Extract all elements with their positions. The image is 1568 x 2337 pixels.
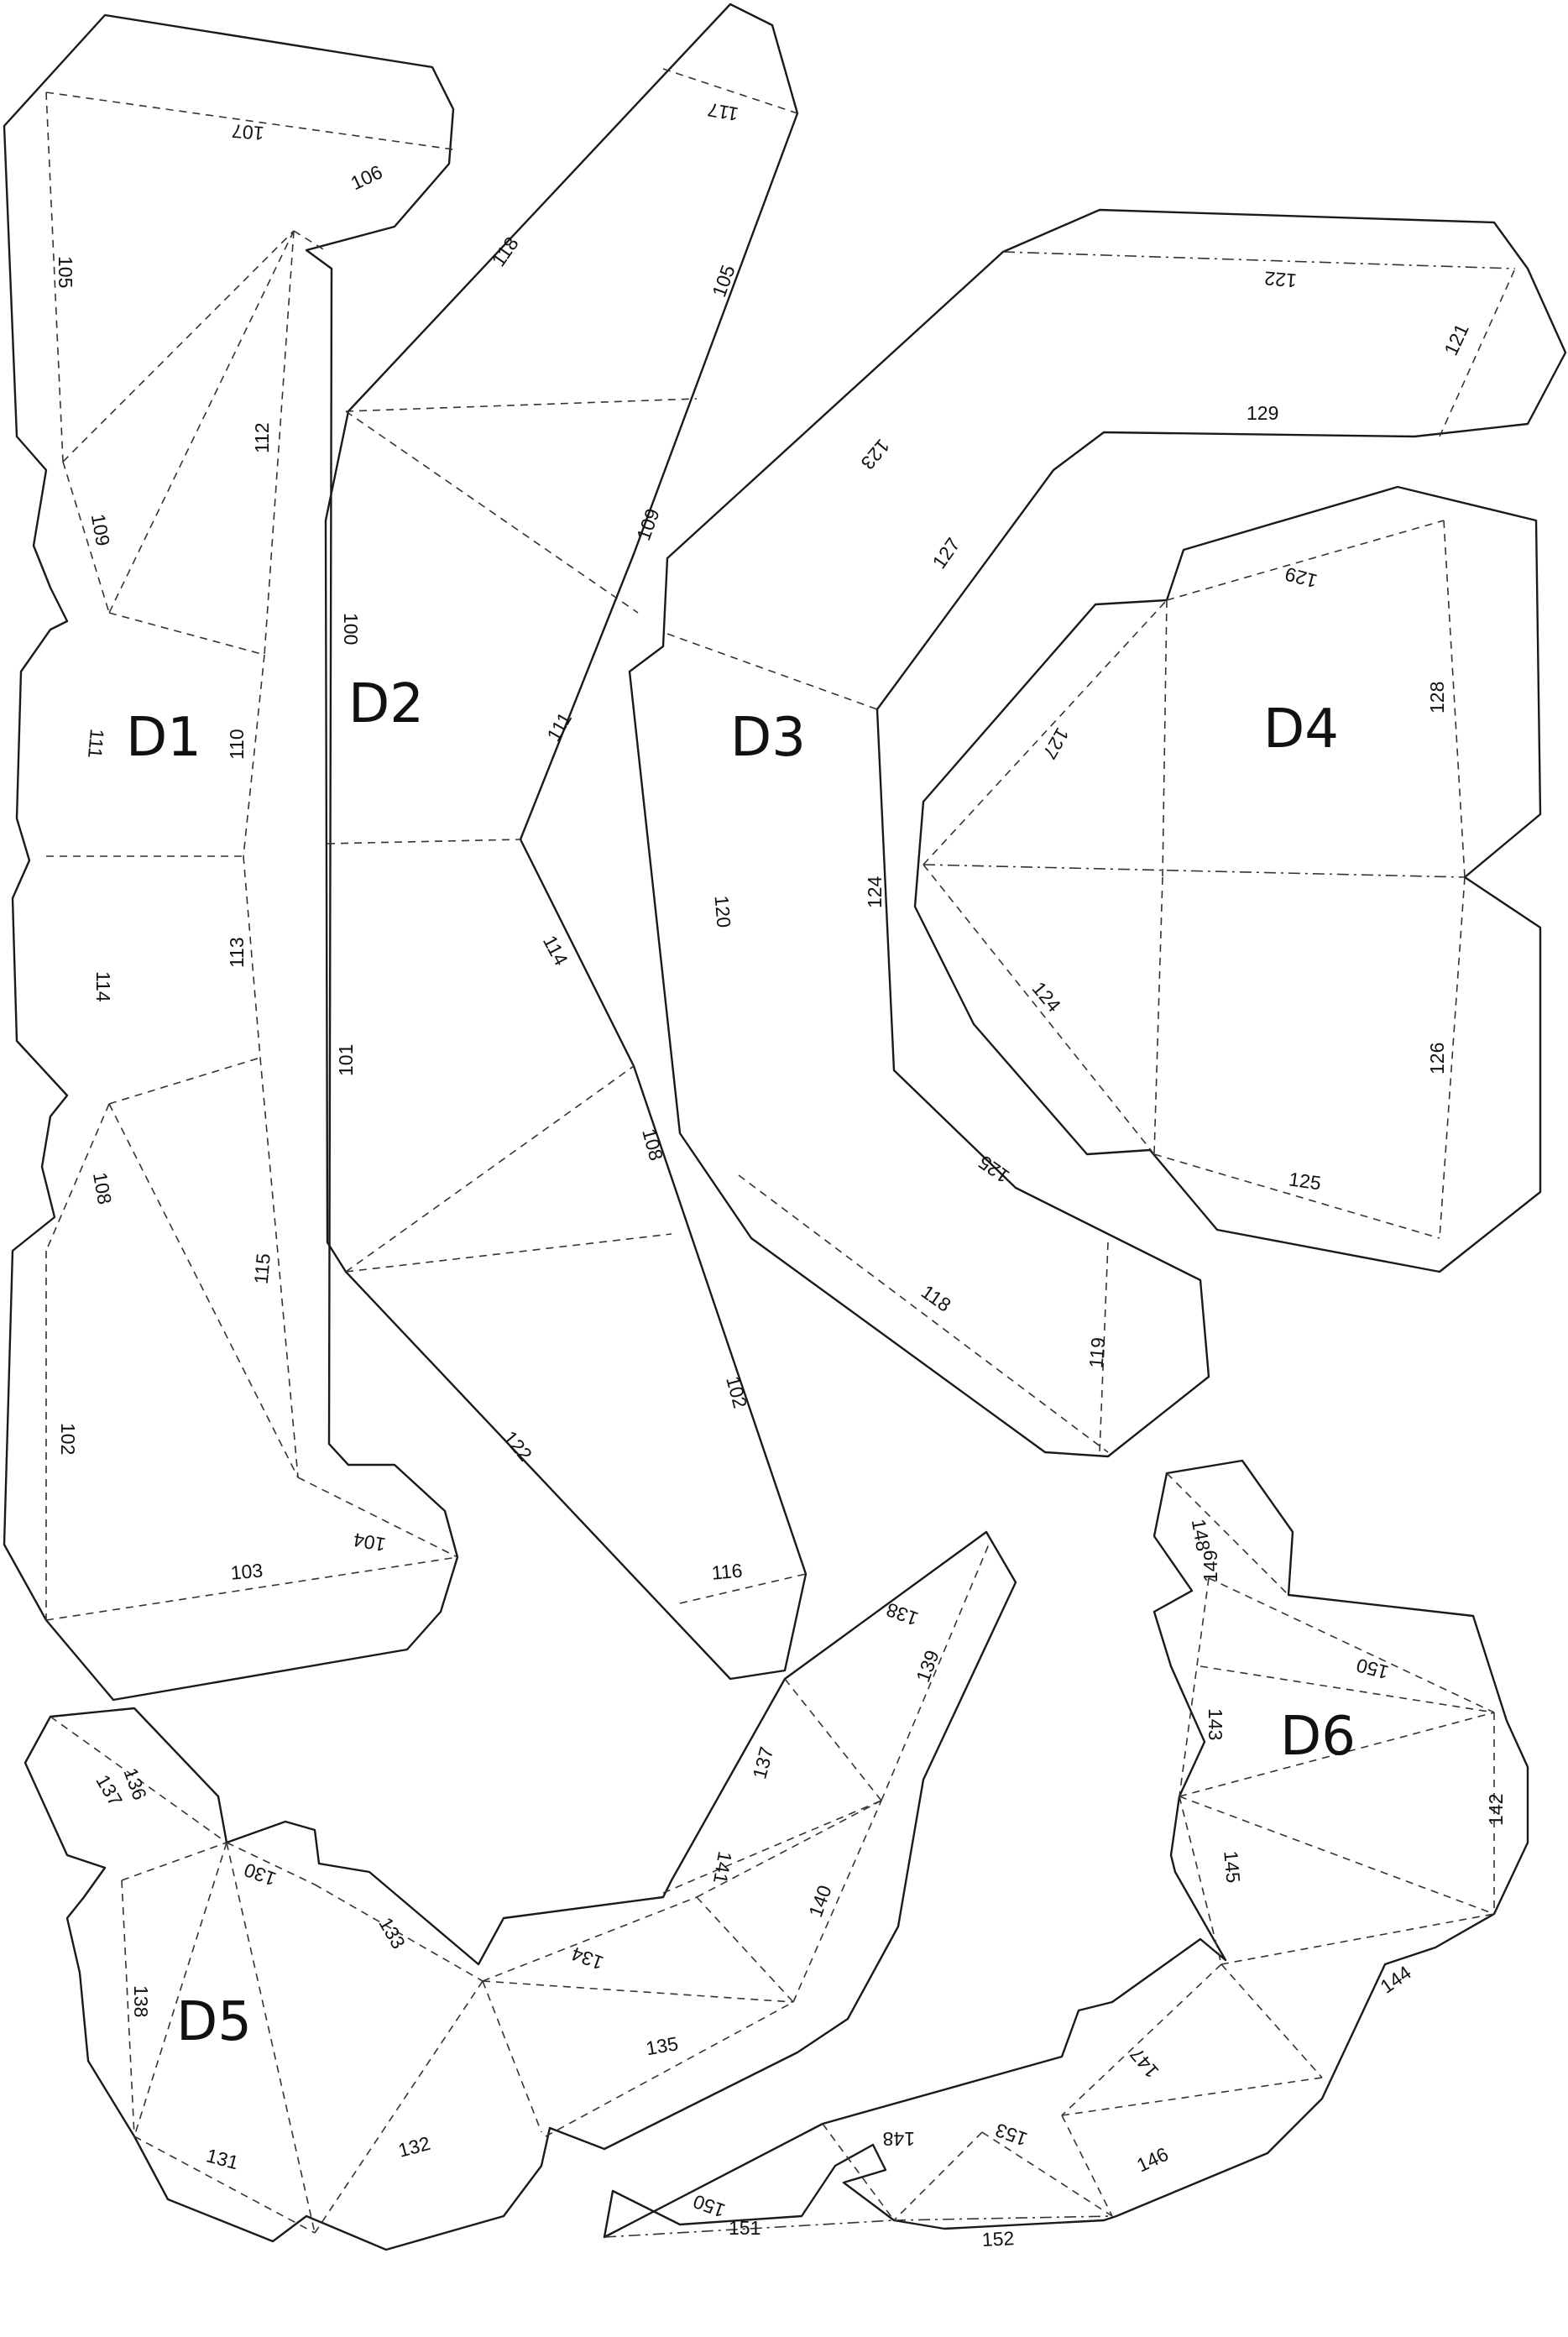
edge-label-131: 131: [204, 2144, 241, 2173]
edge-label-107: 107: [231, 120, 264, 144]
d1-outline: [3, 13, 459, 1702]
edge-label-120: 120: [710, 895, 734, 928]
edge-label-130: 130: [241, 1859, 279, 1890]
edge-label-119: 119: [1085, 1336, 1109, 1369]
edge-label-145: 145: [1220, 1850, 1244, 1884]
d6-outline: [603, 1459, 1529, 2239]
d5-piece-label: D5: [176, 1991, 252, 2053]
edge-label-124: 124: [1027, 977, 1065, 1016]
edge-label-109: 109: [632, 505, 664, 543]
edge-label-144: 144: [1376, 1961, 1415, 1997]
edge-label-137: 137: [748, 1744, 777, 1781]
edge-label-108: 108: [89, 1170, 116, 1205]
edge-label-135: 135: [645, 2032, 680, 2059]
edge-label-126: 126: [1426, 1043, 1448, 1074]
edge-label-142: 142: [1485, 1794, 1507, 1826]
edge-label-148: 148: [883, 2128, 915, 2150]
piece-d1: D1 107 106 105 109 112 111 110 114 113 1…: [3, 13, 459, 1702]
edge-label-104: 104: [352, 1529, 388, 1555]
edge-label-127: 127: [928, 534, 964, 572]
d3-piece-label: D3: [730, 707, 806, 769]
edge-label-133: 133: [374, 1914, 410, 1953]
d6-fold-lines: [604, 1472, 1495, 2238]
d4-fold-lines: [923, 520, 1466, 1239]
d5-fold-lines: [50, 1540, 991, 2234]
edge-label-118: 118: [487, 233, 522, 270]
edge-label-121: 121: [1440, 321, 1473, 359]
edge-label-151: 151: [729, 2217, 760, 2239]
d2-piece-label: D2: [348, 673, 424, 735]
edge-label-122: 122: [1263, 267, 1297, 291]
edge-label-108: 108: [638, 1127, 667, 1163]
edge-label-143: 143: [1205, 1708, 1226, 1740]
edge-label-114: 114: [92, 971, 114, 1002]
edge-label-117: 117: [706, 98, 740, 125]
edge-label-138: 138: [130, 1985, 152, 2017]
edge-label-103: 103: [230, 1559, 264, 1583]
edge-label-114: 114: [539, 932, 572, 970]
edge-label-128: 128: [1426, 682, 1448, 714]
d3-fold-lines: [666, 251, 1516, 1453]
edge-label-110: 110: [226, 729, 248, 760]
edge-label-102: 102: [722, 1374, 751, 1411]
edge-label-150: 150: [1354, 1655, 1391, 1684]
d4-outline: [913, 485, 1542, 1273]
edge-label-132: 132: [396, 2132, 433, 2162]
edge-label-123: 123: [857, 435, 895, 473]
d2-fold-lines: [327, 68, 807, 1604]
edge-label-124: 124: [864, 876, 886, 908]
edge-label-100: 100: [340, 613, 362, 645]
d2-outline: [324, 3, 808, 1681]
edge-label-148: 148: [1188, 1518, 1215, 1553]
edge-label-111: 111: [84, 728, 108, 759]
edge-label-152: 152: [981, 2227, 1015, 2251]
edge-label-105: 105: [708, 262, 740, 300]
edge-label-109: 109: [87, 512, 114, 547]
d4-piece-label: D4: [1263, 698, 1339, 761]
d3-outline: [628, 208, 1567, 1458]
piece-d4: D4 129 128 127 124 126 125: [913, 485, 1542, 1273]
edge-label-129: 129: [1247, 402, 1278, 424]
d6-piece-label: D6: [1280, 1706, 1356, 1768]
piece-d5: D5 136 137 130 133 138 131 132 134 135 1…: [24, 1530, 1017, 2251]
edge-label-115: 115: [250, 1252, 274, 1285]
edge-label-116: 116: [711, 1560, 744, 1584]
d5-outline: [24, 1530, 1017, 2251]
edge-label-113: 113: [226, 937, 248, 968]
edge-label-134: 134: [568, 1942, 606, 1974]
edge-label-125: 125: [975, 1151, 1013, 1187]
edge-label-105: 105: [55, 256, 76, 288]
edge-label-125: 125: [1288, 1168, 1323, 1194]
d1-fold-lines: [45, 91, 458, 1621]
edge-label-146: 146: [1133, 2143, 1172, 2177]
edge-label-106: 106: [348, 160, 386, 194]
edge-label-141: 141: [709, 1850, 736, 1885]
edge-label-127: 127: [1038, 724, 1074, 763]
edge-label-149: 149: [1200, 1550, 1221, 1582]
edge-label-118: 118: [917, 1280, 955, 1315]
edge-label-112: 112: [251, 422, 273, 453]
edge-label-150: 150: [690, 2190, 728, 2222]
piece-d2: D2 117 118 105 109 100 111 114 101 108 1…: [324, 3, 808, 1681]
edge-label-139: 139: [912, 1647, 943, 1685]
edge-label-101: 101: [335, 1044, 357, 1076]
edge-label-122: 122: [499, 1426, 536, 1465]
edge-label-102: 102: [57, 1423, 79, 1455]
edge-label-153: 153: [992, 2119, 1030, 2151]
d1-piece-label: D1: [126, 707, 201, 769]
edge-label-129: 129: [1283, 563, 1320, 593]
